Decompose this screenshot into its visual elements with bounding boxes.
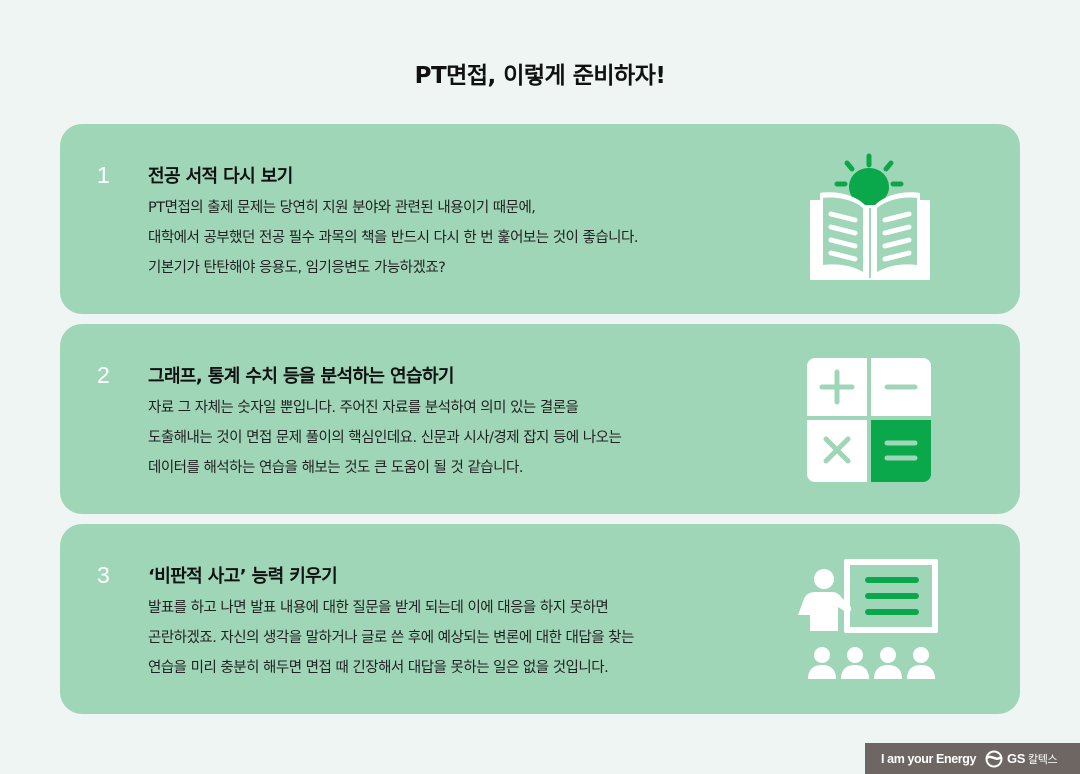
presentation-audience-icon [796,557,942,686]
tip-line: 데이터를 해석하는 연습을 해보는 것도 큰 도움이 될 것 같습니다. [148,460,523,476]
tip-line: 자료 그 자체는 숫자일 뿐입니다. 주어진 자료를 분석하여 의미 있는 결론… [148,400,579,416]
tip-body: PT면접의 출제 문제는 당연히 지원 분야와 관련된 내용이기 때문에, 대학… [148,193,788,283]
tip-number: 2 [97,362,110,388]
tip-line: 기본기가 탄탄해야 응용도, 임기응변도 가능하겠죠? [148,260,446,276]
tip-line: PT면접의 출제 문제는 당연히 지원 분야와 관련된 내용이기 때문에, [148,200,536,216]
calculator-icon [807,358,931,486]
tip-line: 대학에서 공부했던 전공 필수 과목의 책을 반드시 다시 한 번 훑어보는 것… [148,230,638,246]
tip-number: 3 [97,562,110,588]
gs-logo-icon [985,750,1003,767]
brand-footer: I am your Energy GS 칼텍스 [865,743,1080,774]
tip-line: 연습을 미리 충분히 해두면 면접 때 긴장해서 대답을 못하는 일은 없을 것… [148,660,609,676]
gs-caltex-logo: GS 칼텍스 [984,750,1058,768]
brand-name-kr: 칼텍스 [1028,753,1058,766]
brand-name: GS [1007,751,1026,766]
tip-heading: 그래프, 통계 수치 등을 분석하는 연습하기 [148,366,454,387]
tip-line: 곤란하겠죠. 자신의 생각을 말하거나 글로 쓴 후에 예상되는 변론에 대한 … [148,630,634,646]
book-lightbulb-icon [805,150,935,289]
tip-body: 자료 그 자체는 숫자일 뿐입니다. 주어진 자료를 분석하여 의미 있는 결론… [148,393,788,483]
tip-line: 발표를 하고 나면 발표 내용에 대한 질문을 받게 되는데 이에 대응을 하지… [148,600,609,616]
tip-heading: ‘비판적 사고’ 능력 키우기 [148,566,338,587]
tip-body: 발표를 하고 나면 발표 내용에 대한 질문을 받게 되는데 이에 대응을 하지… [148,593,788,683]
tip-card-1: 1 전공 서적 다시 보기 PT면접의 출제 문제는 당연히 지원 분야와 관련… [60,124,1020,314]
tip-card-3: 3 ‘비판적 사고’ 능력 키우기 발표를 하고 나면 발표 내용에 대한 질문… [60,524,1020,714]
tip-number: 1 [97,162,110,188]
brand-slogan: I am your Energy [881,751,977,766]
tip-card-2: 2 그래프, 통계 수치 등을 분석하는 연습하기 자료 그 자체는 숫자일 뿐… [60,324,1020,514]
page-title: PT면접, 이렇게 준비하자! [414,63,666,89]
tip-heading: 전공 서적 다시 보기 [148,166,293,187]
tip-line: 도출해내는 것이 면접 문제 풀이의 핵심인데요. 신문과 시사/경제 잡지 등… [148,430,622,446]
